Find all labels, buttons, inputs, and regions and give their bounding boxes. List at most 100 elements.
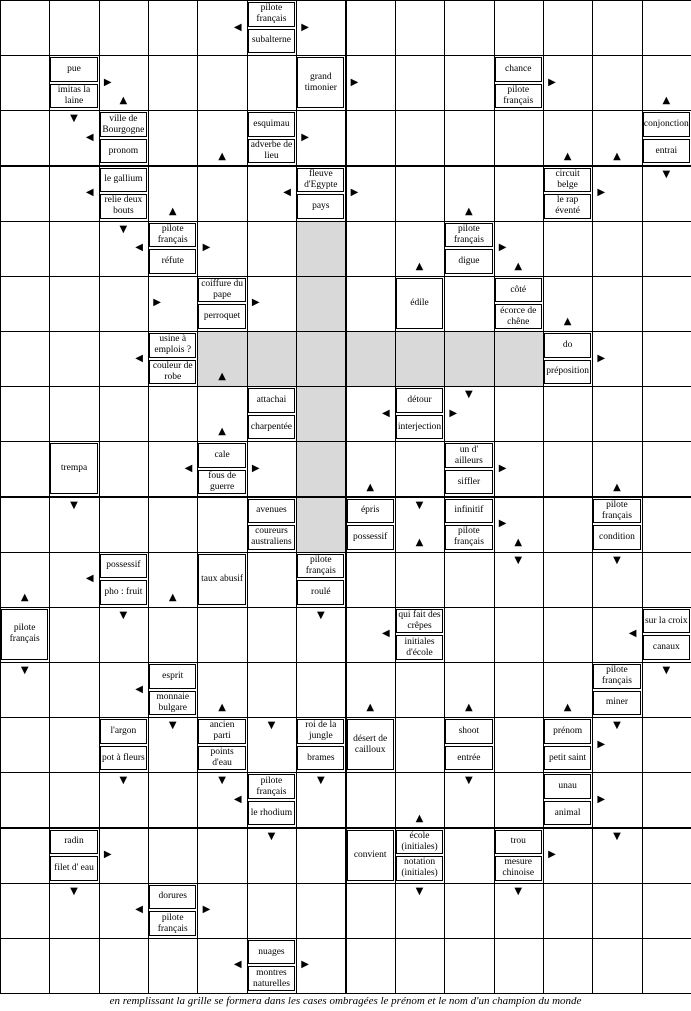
answer-cell[interactable]: [641, 937, 691, 994]
answer-cell[interactable]: [641, 882, 691, 939]
answer-cell[interactable]: [0, 496, 51, 553]
answer-cell[interactable]: [542, 220, 594, 277]
answer-cell[interactable]: [148, 275, 199, 332]
answer-cell[interactable]: [98, 220, 150, 277]
answer-cell[interactable]: [542, 55, 594, 112]
answer-cell[interactable]: [49, 275, 100, 332]
shaded-answer-cell[interactable]: [345, 331, 396, 388]
answer-cell[interactable]: [394, 717, 446, 774]
answer-cell[interactable]: [98, 0, 150, 57]
answer-cell[interactable]: [345, 0, 396, 57]
answer-cell[interactable]: [641, 496, 691, 553]
answer-cell[interactable]: [345, 110, 396, 167]
answer-cell[interactable]: [0, 220, 51, 277]
answer-cell[interactable]: [592, 0, 643, 57]
answer-cell[interactable]: [345, 220, 396, 277]
answer-cell[interactable]: [0, 386, 51, 443]
answer-cell[interactable]: [444, 386, 495, 443]
answer-cell[interactable]: [0, 717, 51, 774]
answer-cell[interactable]: [542, 551, 594, 608]
answer-cell[interactable]: [197, 110, 248, 167]
answer-cell[interactable]: [641, 717, 691, 774]
answer-cell[interactable]: [49, 606, 100, 663]
answer-cell[interactable]: [493, 606, 544, 663]
answer-cell[interactable]: [641, 220, 691, 277]
answer-cell[interactable]: [246, 441, 298, 498]
answer-cell[interactable]: [641, 55, 691, 112]
answer-cell[interactable]: [592, 275, 643, 332]
answer-cell[interactable]: [542, 937, 594, 994]
answer-cell[interactable]: [444, 937, 495, 994]
shaded-answer-cell[interactable]: [246, 331, 298, 388]
answer-cell[interactable]: [542, 0, 594, 57]
answer-cell[interactable]: [0, 55, 51, 112]
answer-cell[interactable]: [592, 386, 643, 443]
answer-cell[interactable]: [197, 0, 248, 57]
answer-cell[interactable]: [148, 496, 199, 553]
answer-cell[interactable]: [444, 551, 495, 608]
answer-cell[interactable]: [444, 55, 495, 112]
answer-cell[interactable]: [148, 110, 199, 167]
answer-cell[interactable]: [641, 331, 691, 388]
answer-cell[interactable]: [49, 386, 100, 443]
answer-cell[interactable]: [49, 772, 100, 829]
shaded-answer-cell[interactable]: [296, 496, 347, 553]
answer-cell[interactable]: [592, 220, 643, 277]
answer-cell[interactable]: [493, 110, 544, 167]
answer-cell[interactable]: [148, 937, 199, 994]
answer-cell[interactable]: [444, 275, 495, 332]
answer-cell[interactable]: [0, 110, 51, 167]
answer-cell[interactable]: [444, 0, 495, 57]
answer-cell[interactable]: [98, 606, 150, 663]
answer-cell[interactable]: [542, 441, 594, 498]
answer-cell[interactable]: [148, 386, 199, 443]
answer-cell[interactable]: [148, 772, 199, 829]
answer-cell[interactable]: [197, 496, 248, 553]
answer-cell[interactable]: [246, 606, 298, 663]
answer-cell[interactable]: [592, 55, 643, 112]
answer-cell[interactable]: [197, 827, 248, 884]
shaded-answer-cell[interactable]: [296, 275, 347, 332]
shaded-answer-cell[interactable]: [394, 331, 446, 388]
answer-cell[interactable]: [0, 662, 51, 719]
answer-cell[interactable]: [98, 55, 150, 112]
answer-cell[interactable]: [641, 662, 691, 719]
answer-cell[interactable]: [98, 882, 150, 939]
answer-cell[interactable]: [394, 662, 446, 719]
shaded-answer-cell[interactable]: [296, 220, 347, 277]
answer-cell[interactable]: [592, 937, 643, 994]
answer-cell[interactable]: [148, 551, 199, 608]
answer-cell[interactable]: [542, 606, 594, 663]
answer-cell[interactable]: [98, 441, 150, 498]
answer-cell[interactable]: [0, 772, 51, 829]
answer-cell[interactable]: [246, 551, 298, 608]
answer-cell[interactable]: [345, 386, 396, 443]
answer-cell[interactable]: [345, 275, 396, 332]
answer-cell[interactable]: [197, 55, 248, 112]
answer-cell[interactable]: [641, 0, 691, 57]
answer-cell[interactable]: [148, 55, 199, 112]
answer-cell[interactable]: [394, 441, 446, 498]
answer-cell[interactable]: [98, 827, 150, 884]
answer-cell[interactable]: [197, 882, 248, 939]
answer-cell[interactable]: [345, 551, 396, 608]
answer-cell[interactable]: [296, 772, 347, 829]
shaded-answer-cell[interactable]: [296, 386, 347, 443]
answer-cell[interactable]: [592, 882, 643, 939]
answer-cell[interactable]: [98, 386, 150, 443]
answer-cell[interactable]: [49, 0, 100, 57]
answer-cell[interactable]: [493, 772, 544, 829]
answer-cell[interactable]: [542, 110, 594, 167]
answer-cell[interactable]: [641, 386, 691, 443]
answer-cell[interactable]: [493, 662, 544, 719]
answer-cell[interactable]: [197, 165, 248, 222]
answer-cell[interactable]: [493, 165, 544, 222]
answer-cell[interactable]: [246, 882, 298, 939]
answer-cell[interactable]: [394, 110, 446, 167]
answer-cell[interactable]: [394, 496, 446, 553]
answer-cell[interactable]: [394, 0, 446, 57]
answer-cell[interactable]: [394, 937, 446, 994]
answer-cell[interactable]: [0, 165, 51, 222]
answer-cell[interactable]: [246, 662, 298, 719]
answer-cell[interactable]: [493, 220, 544, 277]
